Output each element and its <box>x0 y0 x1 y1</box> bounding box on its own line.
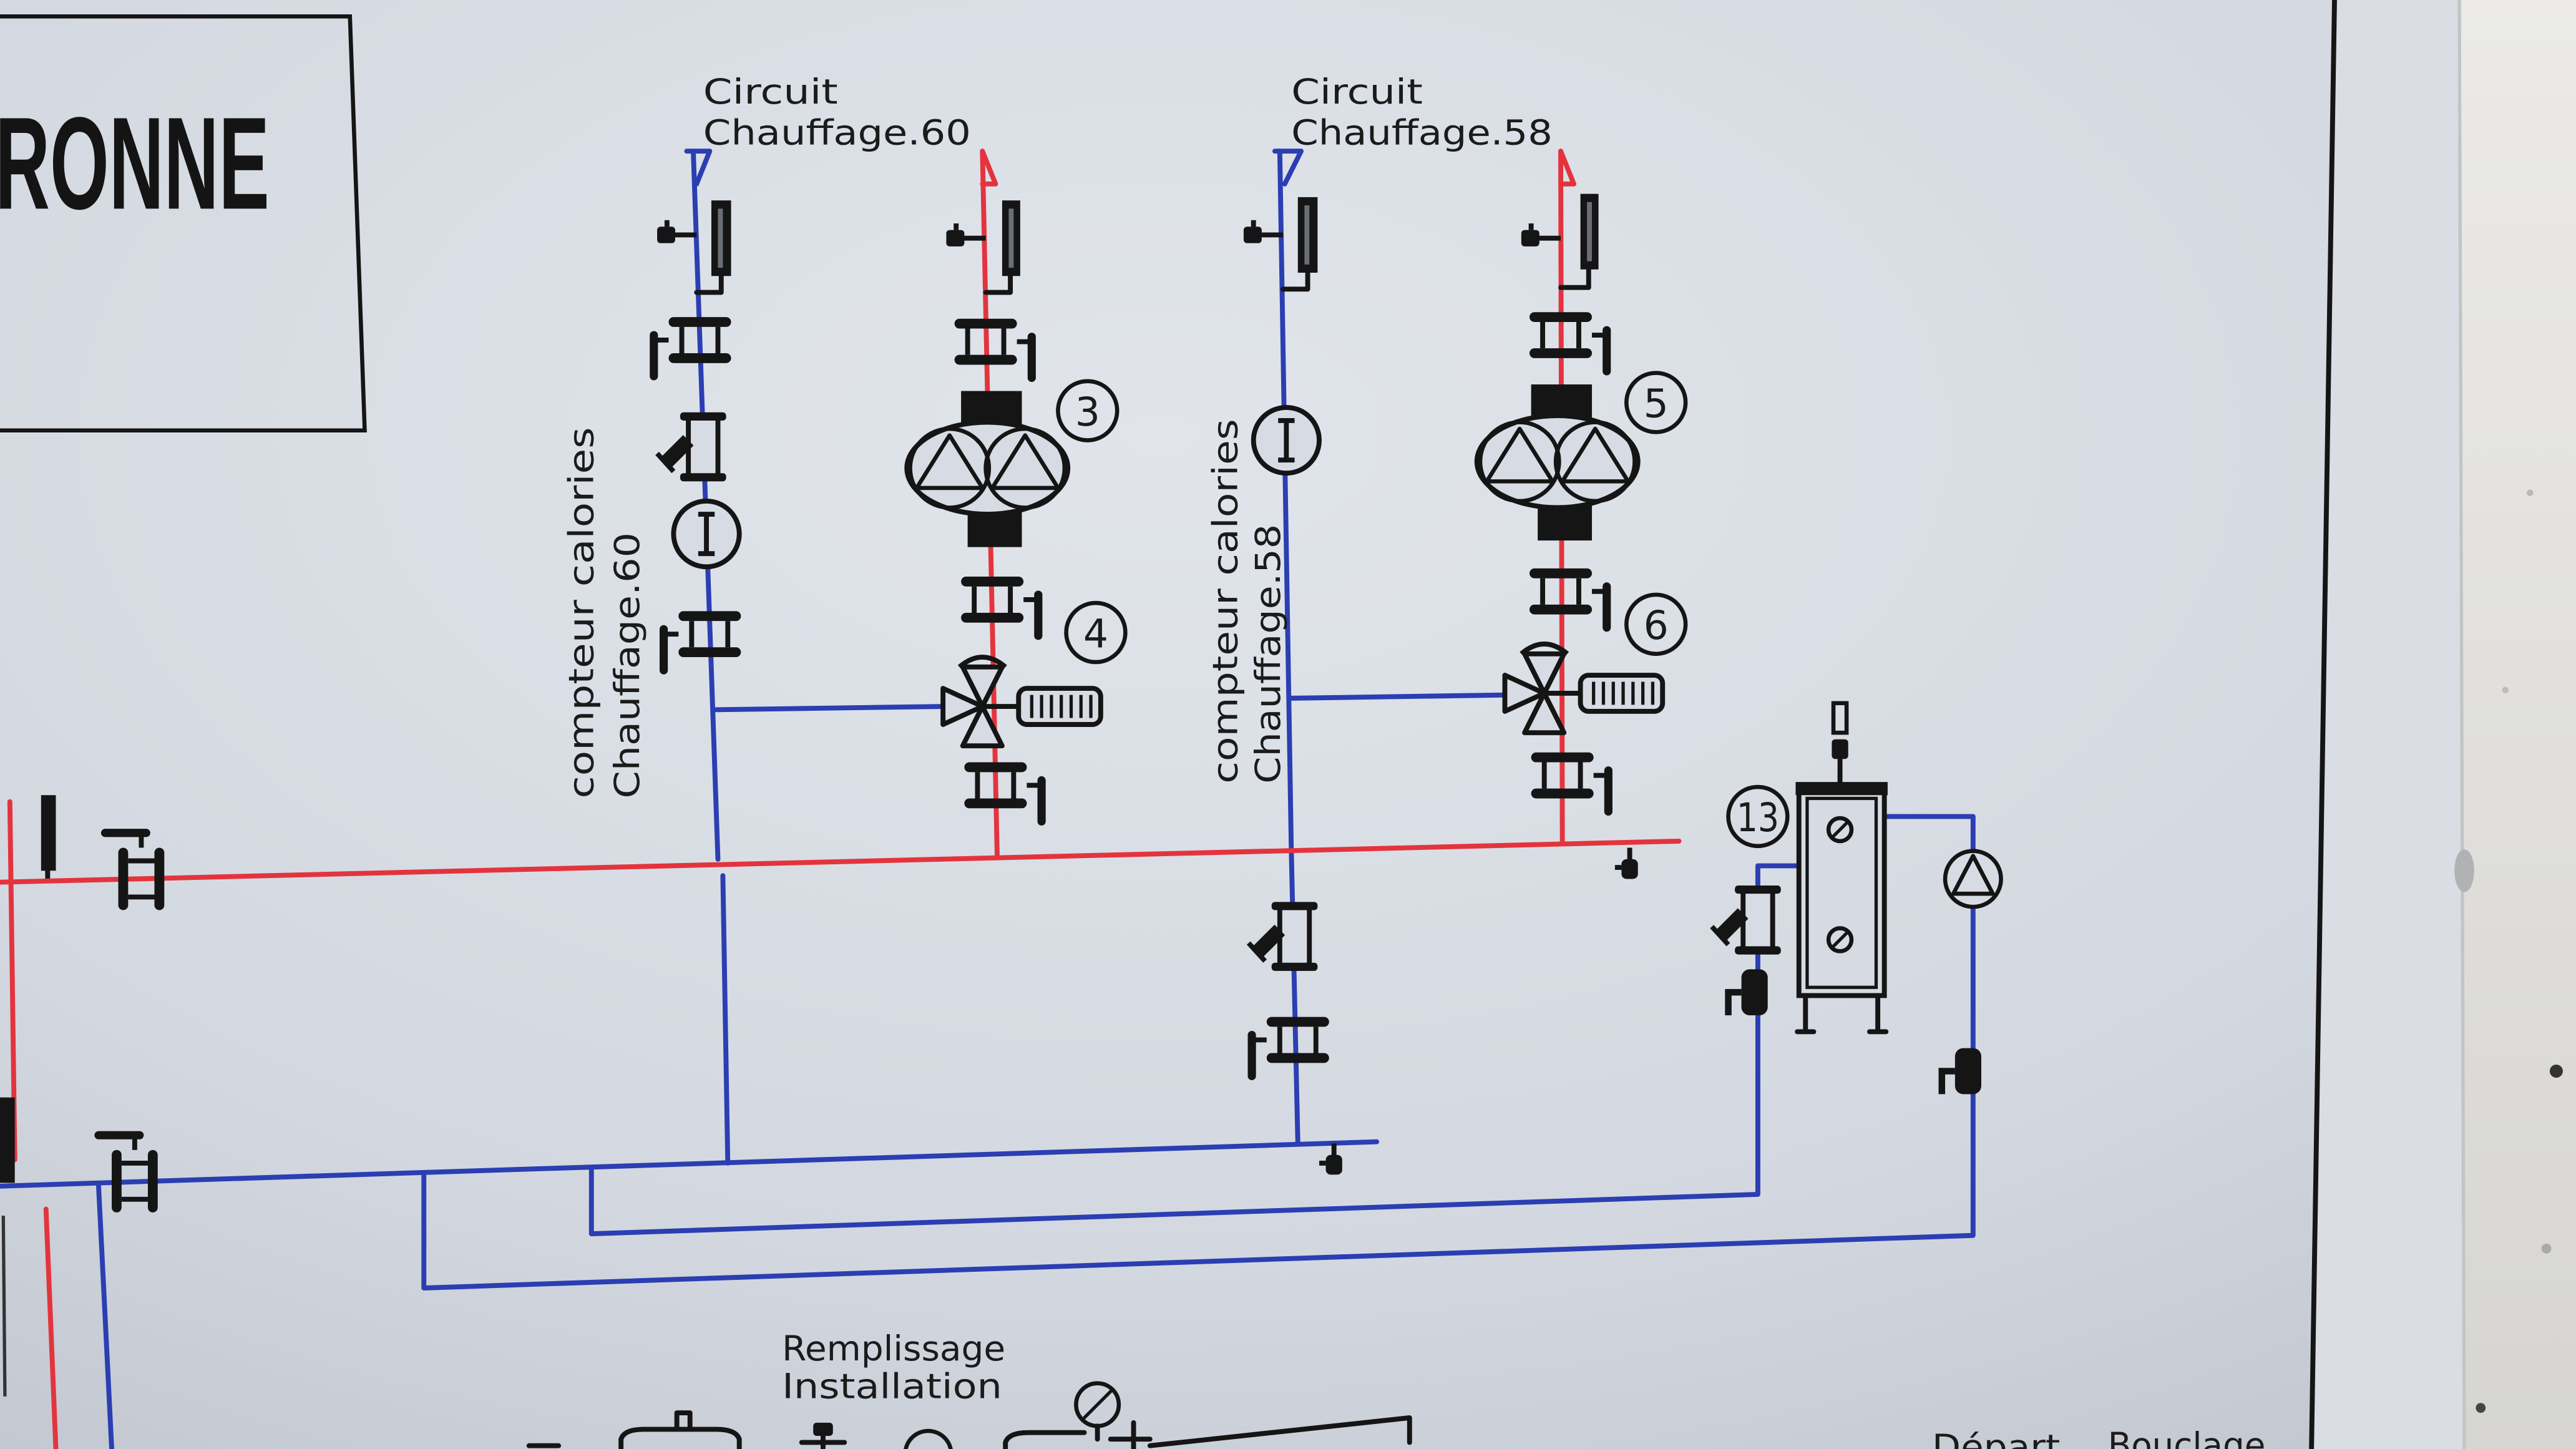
circuit-58-meter-label-line1: compteur calories <box>1206 419 1246 783</box>
circuit-60-return-pipe-lower <box>720 873 731 1166</box>
tank-top-port-icon <box>1826 816 1854 844</box>
supply-main-pipe <box>0 838 1682 885</box>
circuit-60-meter-label-line2: Chauffage.60 <box>608 532 648 798</box>
paper-margin <box>2311 0 2464 1449</box>
circuit-60-pump-number: 3 <box>1075 389 1100 435</box>
wall-pin <box>2454 849 2474 892</box>
circuit-58-bypass-pipe <box>1289 692 1513 701</box>
tank-bottom-port-icon <box>1826 926 1854 954</box>
circuit-60-title-line1: Circuit <box>703 72 838 112</box>
circuit-60-mixing-valve-number: 4 <box>1083 610 1108 656</box>
circuit-58-heat-meter <box>1254 407 1319 473</box>
circuit-60-return-thermometer <box>694 200 731 295</box>
circuit-60-meter-label-line1: compteur calories <box>562 427 602 798</box>
circuit-60-heat-meter <box>673 501 739 567</box>
left-edge-line <box>1 1216 7 1397</box>
circuit-60: Circuit Chauffage.60 3 <box>562 72 1128 1166</box>
left-return-pipe-lower <box>96 1183 114 1449</box>
fill-label-line2: Installation <box>782 1367 1002 1407</box>
circuit-58: Circuit Chauffage.58 5 <box>1206 72 1688 1146</box>
bottom-meter-icon <box>904 1428 953 1449</box>
expansion-tank-number-badge: 13 <box>1726 784 1790 849</box>
bouclage-label: Bouclage <box>2108 1426 2266 1449</box>
circuit-58-title-line2: Chauffage.58 <box>1291 114 1553 154</box>
paper-edge <box>2457 0 2466 1449</box>
wall <box>2459 0 2576 1449</box>
bottom-disconnector <box>1003 1420 1153 1449</box>
circuit-58-pump-number-badge: 5 <box>1624 371 1688 434</box>
circuit-58-title-line1: Circuit <box>1291 72 1423 112</box>
fill-installation-label: Remplissage Installation <box>782 1329 1005 1407</box>
frame-border-right <box>2309 0 2337 1449</box>
tank-air-vent <box>1831 701 1849 735</box>
depart-label: Départ <box>1932 1428 2060 1449</box>
circuit-58-mixing-valve-number: 6 <box>1644 602 1669 648</box>
circuit-60-supply-arrow <box>980 149 998 187</box>
left-edge-device <box>0 1097 15 1183</box>
circuit-60-mixing-valve-number-badge: 4 <box>1064 600 1128 665</box>
expansion-tank <box>1795 701 1889 1035</box>
circuit-58-return-thermometer <box>1281 197 1318 292</box>
return-main-pipe <box>0 1139 1380 1189</box>
expansion-tank-number: 13 <box>1737 794 1779 841</box>
title-text: RONNE <box>0 89 270 237</box>
circuit-58-supply-arrow <box>1558 149 1577 187</box>
pump-return-line <box>421 814 1976 1290</box>
left-thermometer <box>41 795 56 884</box>
bottom-vessel-top <box>618 1410 742 1449</box>
fill-label-line1: Remplissage <box>782 1329 1005 1369</box>
title-box: RONNE <box>0 14 367 433</box>
tank-top-valve <box>1832 739 1848 759</box>
circuit-58-mixing-valve-number-badge: 6 <box>1624 592 1688 656</box>
left-edge-equipment <box>0 795 114 1449</box>
bottom-fill-valve <box>799 1422 847 1449</box>
circuit-58-meter-label-line2: Chauffage.58 <box>1249 524 1289 784</box>
wall-texture <box>2454 489 2563 1413</box>
circuit-60-bypass-pipe <box>713 704 947 713</box>
circuit-58-return-arrow <box>1272 149 1304 187</box>
tank-return-line <box>588 863 1800 1237</box>
circuit-60-pump-number-badge: 3 <box>1056 379 1120 442</box>
circuit-58-supply-thermometer <box>1558 193 1599 290</box>
bottom-slope-line <box>1147 1415 1412 1448</box>
circuit-60-supply-thermometer <box>983 200 1020 295</box>
pressure-gauge-icon <box>1074 1381 1121 1442</box>
recirculation-pump <box>1943 849 2003 909</box>
circuit-60-title-line2: Chauffage.60 <box>703 114 971 154</box>
bottom-equipment <box>526 1381 1412 1449</box>
circuit-58-pump-number: 5 <box>1644 381 1669 427</box>
left-supply-pipe-lower <box>43 1206 59 1449</box>
